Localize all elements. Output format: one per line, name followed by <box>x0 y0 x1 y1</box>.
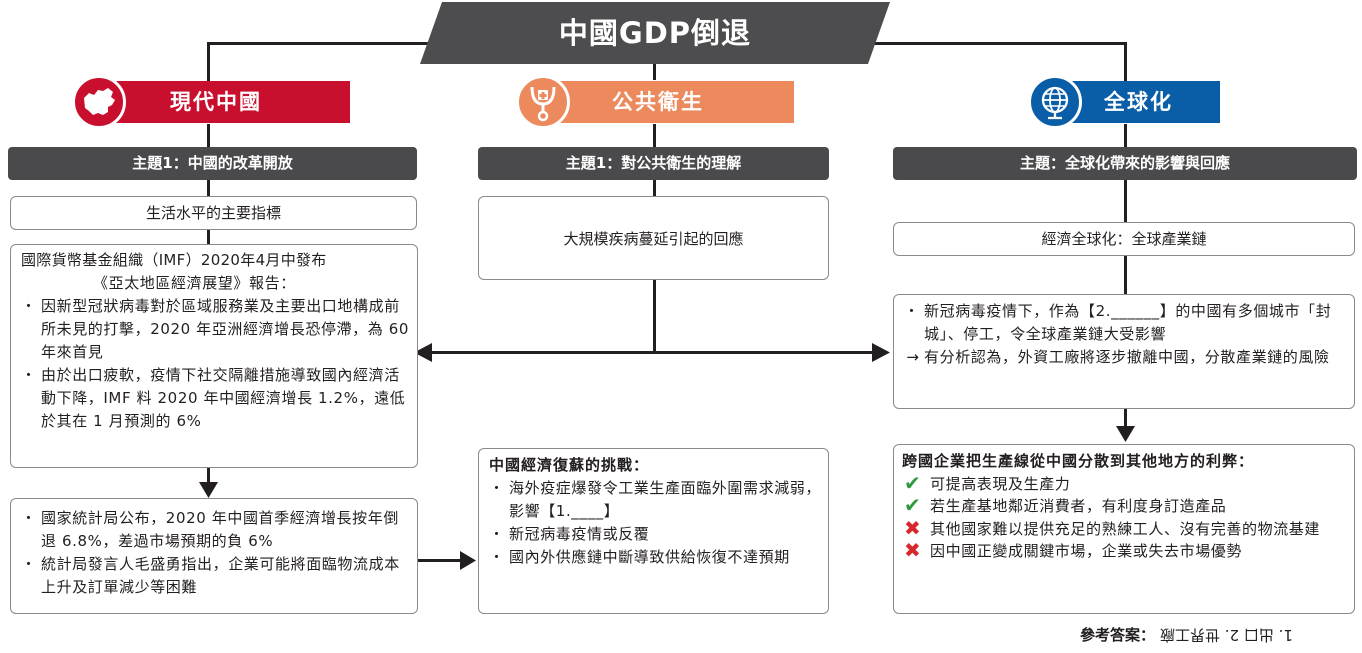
global-icon-circle <box>1028 75 1082 129</box>
list-item: 由於出口疲軟，疫情下社交隔離措施導致國內經濟活動下降，IMF 料 2020 年中… <box>21 364 411 433</box>
list-item: 新冠病毒疫情下，作為【2.______】的中國有多個城市「封城」、停工，令全球產… <box>904 300 1344 346</box>
banner-label: 公共衛生 <box>612 90 704 114</box>
page-title: 中國GDP倒退 <box>558 16 752 50</box>
connector-right-col <box>1124 124 1127 296</box>
connector-right-down <box>1124 42 1127 82</box>
connector-top-left <box>208 42 453 45</box>
stethoscope-cross-icon <box>530 86 556 122</box>
subtitle-global-chain: 經濟全球化：全球產業鏈 <box>893 222 1355 256</box>
check-icon: ✔ <box>904 470 922 495</box>
list-item: ✔可提高表現及生產力 <box>904 470 1071 495</box>
topic-china: 主題1：中國的改革開放 <box>8 147 417 180</box>
list-item: 國內外供應鏈中斷導致供給恢復不達預期 <box>489 546 822 569</box>
globe-icon <box>1041 86 1069 120</box>
topic-health: 主題1：對公共衛生的理解 <box>478 147 829 180</box>
connector-left-col <box>207 124 210 246</box>
arrow-down-icon <box>199 482 218 498</box>
answer-line: 參考答案： 1. 出口 2. 世界工廠 <box>1080 622 1360 648</box>
pros-cons-box: 跨國企業把生產線從中國分散到其他地方的利弊： ✔可提高表現及生產力 ✔若生產基地… <box>893 444 1355 614</box>
connector-right-down2 <box>1124 408 1127 430</box>
list-item: 國家統計局公布，2020 年中國首季經濟增長按年倒退 6.8%，差過市場預期的負… <box>21 507 411 553</box>
list-item: 新冠病毒疫情或反覆 <box>489 523 822 546</box>
title-banner: 中國GDP倒退 <box>420 2 890 64</box>
arrow-left-icon <box>414 343 432 362</box>
banner-public-health: 公共衛生 <box>514 81 794 123</box>
cross-icon: ✖ <box>904 515 922 540</box>
connector-bottom-horizontal <box>418 559 462 562</box>
china-map-icon <box>84 88 115 115</box>
connector-left-down2 <box>207 466 210 486</box>
connector-left-down <box>207 42 210 82</box>
subtitle-disease-response: 大規模疾病蔓延引起的回應 <box>478 196 829 280</box>
list-item: ✔若生產基地鄰近消費者，有利度身訂造產品 <box>904 493 1227 517</box>
health-icon-circle <box>516 75 570 129</box>
arrow-right-icon <box>460 551 476 570</box>
recovery-challenges-box: 中國經濟復蘇的挑戰： 海外疫症爆發令工業生產面臨外圍需求減弱，影響【1.____… <box>478 448 829 614</box>
banner-label: 全球化 <box>1104 90 1173 114</box>
list-item: 統計局發言人毛盛勇指出，企業可能將面臨物流成本上升及訂單減少等困難 <box>21 553 411 599</box>
china-icon-circle <box>72 75 126 129</box>
list-item: 海外疫症爆發令工業生產面臨外圍需求減弱，影響【1.____】 <box>489 477 822 523</box>
arrow-right-icon <box>872 343 890 362</box>
statistics-box: 國家統計局公布，2020 年中國首季經濟增長按年倒退 6.8%，差過市場預期的負… <box>10 498 418 614</box>
recovery-challenges-heading: 中國經濟復蘇的挑戰： <box>489 456 650 474</box>
list-item: ✖其他國家難以提供充足的熟練工人、沒有完善的物流基建 <box>904 515 1321 540</box>
answer-text: 1. 出口 2. 世界工廠 <box>1159 626 1293 644</box>
answer-label: 參考答案： <box>1080 626 1156 644</box>
arrow-down-icon <box>1116 426 1135 442</box>
banner-modern-china: 現代中國 <box>70 81 350 123</box>
banner-label: 現代中國 <box>170 90 262 114</box>
imf-report-subtitle: 《亞太地區經濟展望》報告： <box>93 274 296 292</box>
pros-cons-heading: 跨國企業把生產線從中國分散到其他地方的利弊： <box>902 452 1255 470</box>
connector-center-down <box>653 62 656 80</box>
covid-impact-box: 新冠病毒疫情下，作為【2.______】的中國有多個城市「封城」、停工，令全球產… <box>893 294 1355 409</box>
imf-report-box: 國際貨幣基金組織（IMF）2020年4月中發布 《亞太地區經濟展望》報告： 因新… <box>10 244 418 468</box>
connector-top-right <box>860 42 1126 45</box>
subtitle-living-standard: 生活水平的主要指標 <box>10 196 417 230</box>
analysis-text: 有分析認為，外資工廠將逐步撤離中國，分散產業鏈的風險 <box>924 348 1330 366</box>
connector-horizontal <box>428 351 874 354</box>
arrow-right-icon: → <box>906 348 920 366</box>
list-item: 因新型冠狀病毒對於區域服務業及主要出口地構成前所未見的打擊，2020 年亞洲經濟… <box>21 295 411 364</box>
list-item: ✖因中國正變成關鍵市場，企業或失去市場優勢 <box>904 538 1243 562</box>
imf-report-title: 國際貨幣基金組織（IMF）2020年4月中發布 <box>21 251 327 269</box>
analysis-note: → 有分析認為，外資工廠將逐步撤離中國，分散產業鏈的風險 <box>904 346 1344 369</box>
check-icon: ✔ <box>904 493 922 517</box>
cross-icon: ✖ <box>904 538 922 562</box>
topic-global: 主題：全球化帶來的影響與回應 <box>893 147 1357 180</box>
